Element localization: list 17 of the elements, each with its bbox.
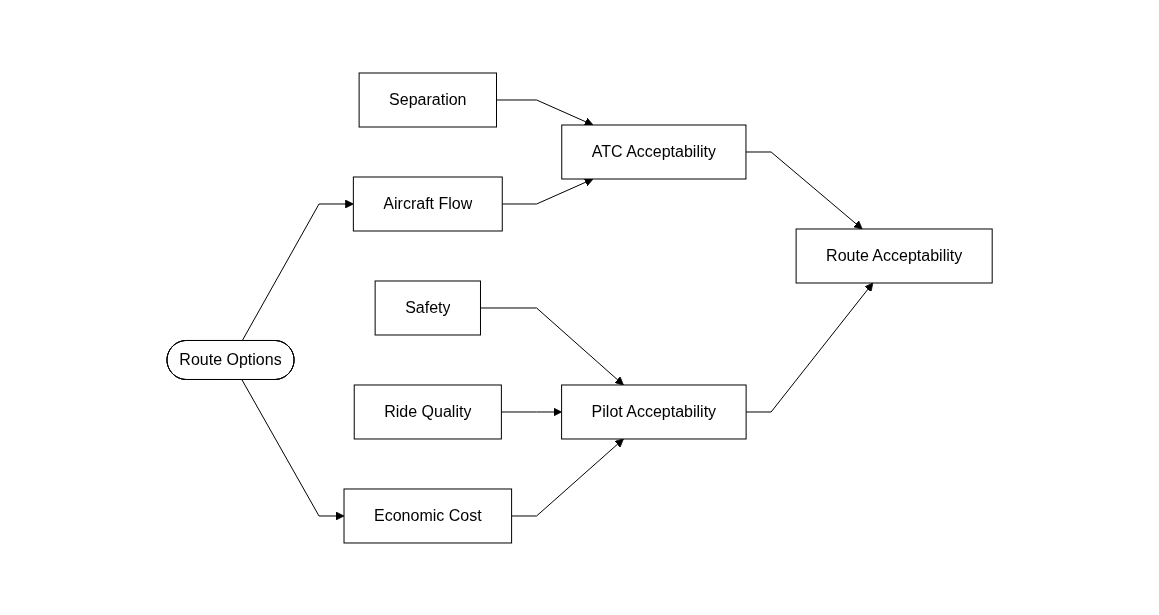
node-box: Ride Quality <box>353 384 502 439</box>
node-box: Route Acceptability <box>795 228 993 283</box>
node-box: Aircraft Flow <box>352 176 503 231</box>
arrow <box>745 282 874 412</box>
arrow <box>241 379 345 520</box>
arrow <box>495 99 594 126</box>
node-box: ATC Acceptability <box>561 124 747 179</box>
arrow <box>241 199 354 341</box>
arrow <box>501 177 594 204</box>
node-box: Safety <box>374 280 481 335</box>
node-box: Economic Cost <box>343 488 512 543</box>
arrow <box>500 407 562 416</box>
node-box: Pilot Acceptability <box>561 384 747 439</box>
arrow <box>511 438 624 516</box>
node-box: Separation <box>358 72 497 127</box>
arrow <box>745 151 863 229</box>
arrow <box>479 307 624 385</box>
